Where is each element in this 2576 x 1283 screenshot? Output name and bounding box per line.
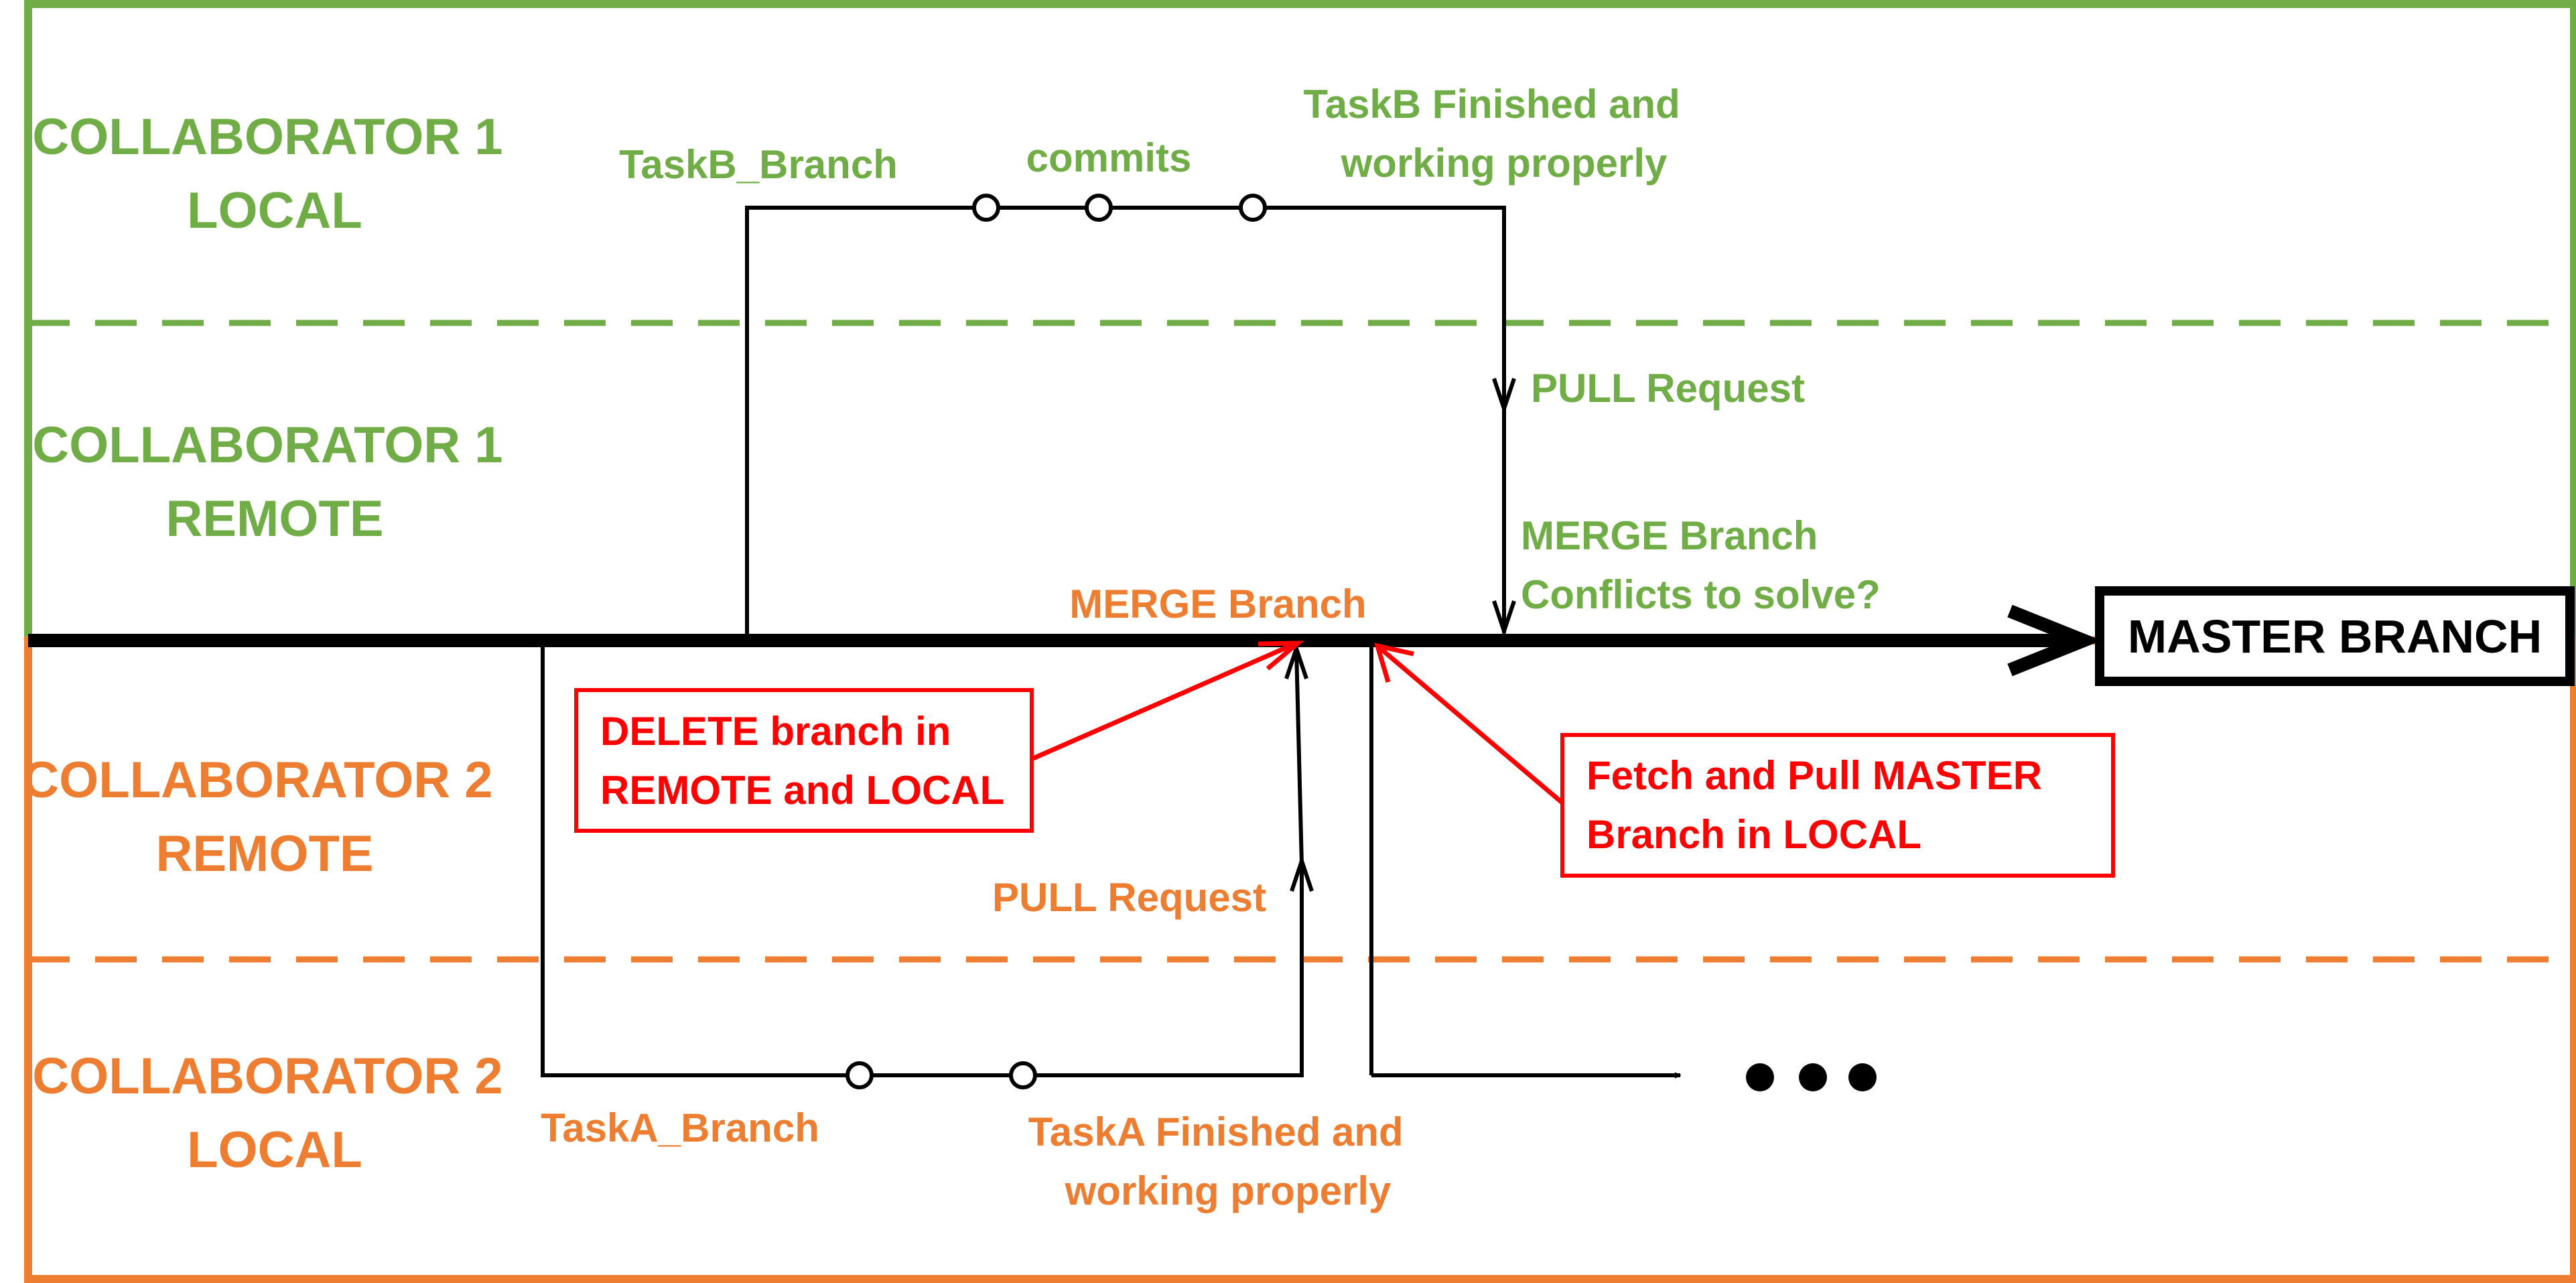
master-branch-arrowhead	[2007, 604, 2102, 677]
taska-branch-label: TaskA_Branch	[541, 1105, 819, 1150]
merge-arrowhead-taska	[1284, 642, 1308, 679]
delete-callout-arrowhead	[1258, 640, 1304, 671]
master-branch-label: MASTER BRANCH	[2128, 610, 2542, 663]
continuation-dot	[1848, 1063, 1877, 1091]
fetch-callout-box	[1560, 733, 2115, 878]
merge-arrowhead-taskb	[1492, 600, 1516, 638]
pull-request-arrowhead-taska	[1290, 854, 1314, 892]
taskb-commits-label: commits	[1026, 135, 1192, 180]
fetch-callout-line	[1376, 645, 1566, 806]
master-branch-box	[2095, 586, 2575, 686]
taskb-pull-request-label: PULL Request	[1531, 366, 1805, 411]
taska-branch-path	[541, 640, 1304, 1077]
fetch-callout-text: Fetch and Pull MASTER Branch in LOCAL	[1586, 753, 2053, 857]
taska-finished-label: TaskA Finished and working properly	[1028, 1109, 1415, 1213]
taskb-merge-label: MERGE Branch Conflicts to solve?	[1521, 513, 1881, 617]
delete-callout-box	[574, 688, 1034, 833]
commit-node	[845, 1061, 874, 1089]
delete-callout-line	[1032, 640, 1298, 761]
delete-callout-text: DELETE branch in REMOTE and LOCAL	[600, 709, 1004, 813]
pull-request-arrowhead-taskb	[1492, 378, 1516, 415]
taskb-branch-path	[745, 206, 1506, 640]
commit-node	[1085, 194, 1113, 222]
continuation-dot	[1799, 1063, 1827, 1091]
lane-label-collab2-remote: COLLABORATOR 2 REMOTE	[22, 752, 506, 882]
taskb-finished-label: TaskB Finished and working properly	[1304, 82, 1692, 186]
continuation-dot	[1746, 1063, 1774, 1091]
lane-label-collab1-remote: COLLABORATOR 1 REMOTE	[32, 417, 517, 547]
taska-pull-request-label: PULL Request	[992, 875, 1266, 920]
taskb-branch-label: TaskB_Branch	[619, 142, 898, 187]
fetch-callout-arrowhead	[1373, 643, 1414, 683]
lane-label-collab1-local: COLLABORATOR 1 LOCAL	[32, 109, 517, 239]
commit-node	[1009, 1061, 1037, 1089]
lane-label-collab2-local: COLLABORATOR 2 LOCAL	[32, 1048, 517, 1178]
commit-node	[972, 194, 1000, 222]
commit-node	[1239, 194, 1267, 222]
taska-merge-label: MERGE Branch	[1069, 582, 1366, 626]
